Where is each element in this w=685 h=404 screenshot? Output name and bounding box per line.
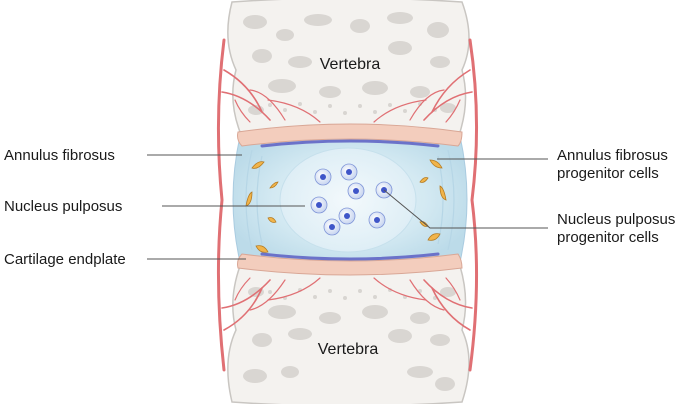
np-progenitor-label-line2: progenitor cells <box>557 229 659 246</box>
vertebra-bottom-label: Vertebra <box>318 341 379 358</box>
cartilage-endplate-label: Cartilage endplate <box>4 251 126 268</box>
np-progenitor-label-line1: Nucleus pulposus <box>557 211 675 228</box>
af-progenitor-label-line1: Annulus fibrosus <box>557 147 668 164</box>
vertebra-top-label: Vertebra <box>320 56 381 73</box>
annulus-fibrosus-label: Annulus fibrosus <box>4 147 115 164</box>
nucleus-pulposus-label: Nucleus pulposus <box>4 198 122 215</box>
af-progenitor-label-line2: progenitor cells <box>557 165 659 182</box>
